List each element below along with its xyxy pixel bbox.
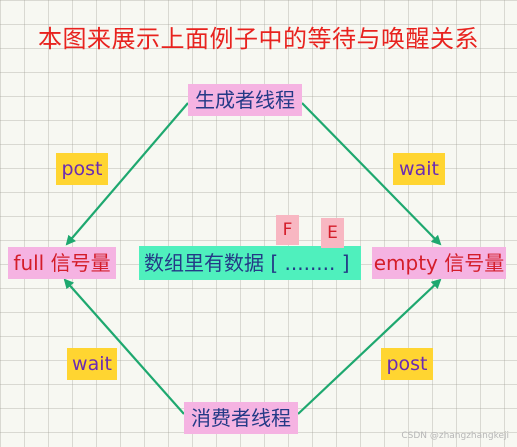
- full-semaphore-node: full 信号量: [8, 247, 116, 279]
- post-label-full: post: [56, 153, 108, 185]
- empty-semaphore-node: empty 信号量: [372, 247, 506, 279]
- front-marker: F: [276, 215, 299, 245]
- arrow-consumer-to-full: [63, 278, 185, 415]
- producer-thread-node: 生成者线程: [188, 84, 302, 116]
- diagram-title: 本图来展示上面例子中的等待与唤醒关系: [38, 25, 479, 53]
- consumer-thread-node: 消费者线程: [184, 402, 298, 434]
- watermark: CSDN @zhangzhangkeji: [401, 431, 509, 441]
- wait-label-empty: wait: [393, 153, 445, 185]
- post-label-empty: post: [381, 348, 433, 380]
- arrow-consumer-to-empty: [297, 278, 442, 415]
- wait-label-full: wait: [67, 348, 117, 380]
- data-array-node: 数组里有数据 [ ........ ]: [139, 246, 361, 280]
- end-marker: E: [321, 218, 344, 248]
- arrow-producer-to-full: [65, 102, 189, 246]
- arrow-producer-to-empty: [301, 102, 442, 246]
